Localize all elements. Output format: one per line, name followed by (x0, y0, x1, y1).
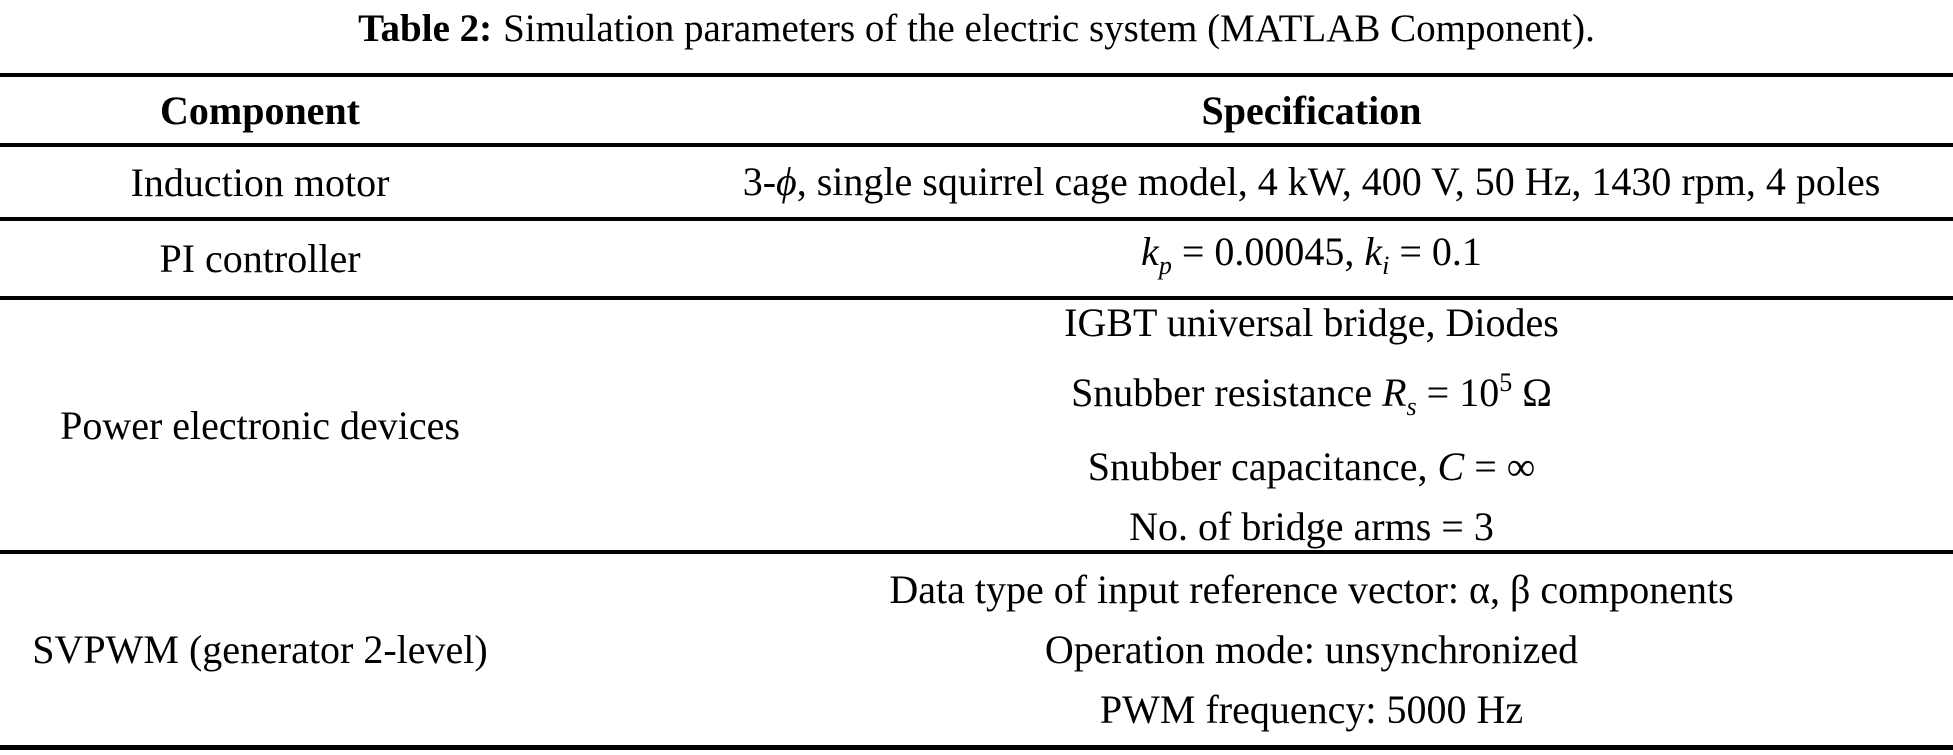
table-row-svpwm: SVPWM (generator 2-level) Data type of i… (0, 554, 1953, 745)
ki-subscript: i (1382, 250, 1390, 280)
c-symbol: C (1437, 444, 1465, 489)
exponent: 5 (1499, 368, 1513, 397)
infinity-value: = ∞ (1464, 444, 1536, 489)
row-divider-1 (0, 217, 1953, 221)
table-caption-text: Simulation parameters of the electric sy… (503, 7, 1595, 50)
phi-symbol: ϕ (776, 159, 797, 204)
header-rule (0, 143, 1953, 147)
component-cell: Induction motor (130, 159, 390, 205)
table-caption: Table 2:Simulation parameters of the ele… (0, 0, 1953, 73)
spec-line: IGBT universal bridge, Diodes (1064, 300, 1559, 345)
table-row-induction-motor: Induction motor 3-ϕ, single squirrel cag… (0, 147, 1953, 217)
spec-line: No. of bridge arms = 3 (1129, 504, 1494, 549)
kp-subscript: p (1158, 250, 1172, 280)
table-row-pi-controller: PI controller kp = 0.00045, ki = 0.1 (0, 221, 1953, 296)
row-divider-2 (0, 296, 1953, 300)
column-header-component: Component (159, 87, 361, 133)
spec-line: Snubber capacitance, C = ∞ (1087, 444, 1536, 489)
table-top-rule (0, 73, 1953, 77)
ohm-symbol: Ω (1512, 370, 1552, 415)
kp-symbol: k (1141, 228, 1159, 274)
spec-line: kp = 0.00045, ki = 0.1 (1141, 228, 1482, 280)
component-cell: PI controller (159, 236, 361, 281)
spec-line: Data type of input reference vector: α, … (889, 566, 1734, 612)
spec-line: Snubber resistance Rs = 105 Ω (1071, 368, 1552, 421)
ki-symbol: k (1364, 228, 1383, 274)
rs-subscript: s (1406, 392, 1417, 421)
table-bottom-rule (0, 745, 1953, 750)
specification-cell: 3-ϕ, single squirrel cage model, 4 kW, 4… (670, 152, 1953, 212)
component-cell: Power electronic devices (60, 402, 460, 448)
table-header-row: Component Specification (0, 77, 1953, 143)
specification-cell: Data type of input reference vector: α, … (670, 560, 1953, 740)
spec-line: PWM frequency: 5000 Hz (1099, 686, 1524, 732)
table-row-power-electronic-devices: Power electronic devices IGBT universal … (0, 300, 1953, 550)
spec-line: Operation mode: unsynchronized (1044, 626, 1579, 672)
specification-cell: kp = 0.00045, ki = 0.1 (670, 222, 1953, 296)
specification-cell: IGBT universal bridge, Diodes Snubber re… (670, 293, 1953, 557)
column-header-specification: Specification (1201, 87, 1422, 133)
row-divider-3 (0, 550, 1953, 554)
spec-line: 3-ϕ, single squirrel cage model, 4 kW, 4… (742, 159, 1881, 204)
rs-symbol: R (1382, 370, 1407, 415)
component-cell: SVPWM (generator 2-level) (32, 627, 488, 672)
table-caption-label: Table 2: (358, 7, 493, 50)
